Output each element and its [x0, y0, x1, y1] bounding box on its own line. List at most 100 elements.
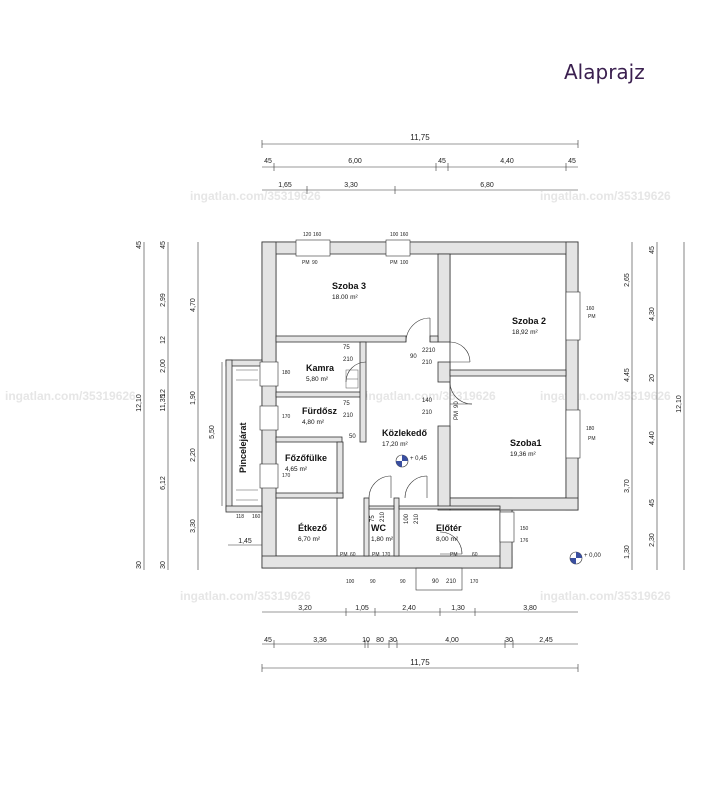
room-szoba3-name: Szoba 3 — [332, 281, 366, 291]
left-dim-4: 2,00 — [160, 359, 167, 373]
left-dim-2: 2,99 — [160, 293, 167, 307]
left-dim-9: 45 — [136, 241, 143, 249]
svg-text:90: 90 — [410, 354, 417, 360]
bottom-dim-7: 3,36 — [313, 637, 327, 644]
svg-text:90: 90 — [312, 260, 318, 266]
room-pince-name: Pincelejárat — [238, 422, 248, 473]
svg-text:160: 160 — [252, 514, 261, 520]
svg-text:120: 120 — [303, 232, 312, 238]
svg-text:100: 100 — [400, 260, 409, 266]
right-dim-4: 1,30 — [624, 545, 631, 559]
svg-text:PM: PM — [302, 260, 310, 266]
watermark-4: ingatlan.com/35319626 — [365, 389, 496, 403]
left-dim-total: 12,10 — [136, 394, 143, 412]
level-outer: + 0,00 — [584, 553, 602, 559]
svg-text:90: 90 — [454, 401, 460, 408]
room-wc-area: 1,80 m² — [371, 536, 394, 543]
bottom-dimensions — [261, 608, 579, 672]
top-dim-4: 4,40 — [500, 158, 514, 165]
room-szoba1-area: 19,36 m² — [510, 451, 536, 458]
left-dim-c2: 11,35 — [160, 394, 167, 411]
svg-text:210: 210 — [414, 513, 420, 524]
bottom-total-dim: 11,75 — [410, 658, 430, 667]
svg-text:100: 100 — [404, 513, 410, 524]
room-eloter-name: Előtér — [436, 523, 462, 533]
room-eloter-area: 8,00 m² — [436, 536, 459, 543]
svg-text:210: 210 — [446, 579, 457, 585]
svg-text:75: 75 — [343, 345, 350, 351]
svg-text:210: 210 — [380, 511, 386, 522]
svg-text:2210: 2210 — [422, 348, 436, 354]
left-dim-10: 4,70 — [190, 298, 197, 312]
right-dim-8: 4,40 — [649, 431, 656, 445]
left-dimensions — [143, 242, 262, 570]
level-markers — [395, 454, 583, 565]
room-kamra-name: Kamra — [306, 363, 335, 373]
right-dim-6: 4,30 — [649, 307, 656, 321]
svg-text:60: 60 — [350, 552, 356, 558]
bottom-dim-2: 1,05 — [355, 605, 369, 612]
bottom-dim-11: 4,00 — [445, 637, 459, 644]
svg-text:170: 170 — [282, 414, 291, 420]
window-labels: 120 160 100 160 PM 90 PM 100 160 180 180… — [236, 232, 596, 585]
left-dim-6: 6,12 — [160, 476, 167, 490]
room-etkezo-name: Étkező — [298, 523, 328, 533]
watermark-7: ingatlan.com/35319626 — [540, 589, 671, 603]
bottom-dim-1: 3,20 — [298, 605, 312, 612]
bottom-dim-5: 3,80 — [523, 605, 537, 612]
left-dim-5: 12 — [160, 389, 167, 397]
top-dim-8: 6,80 — [480, 182, 494, 189]
svg-text:160: 160 — [400, 232, 409, 238]
windows — [259, 239, 581, 543]
top-dim-1: 45 — [264, 158, 272, 165]
bottom-dim-8: 10 — [362, 637, 370, 644]
svg-text:170: 170 — [282, 473, 291, 479]
bottom-dim-13: 2,45 — [539, 637, 553, 644]
watermark-2: ingatlan.com/35319626 — [540, 189, 671, 203]
kamra-shelves — [345, 369, 359, 389]
svg-text:100: 100 — [346, 579, 355, 585]
top-dimensions — [261, 140, 579, 194]
bottom-dim-3: 2,40 — [402, 605, 416, 612]
svg-text:90: 90 — [370, 579, 376, 585]
svg-text:118: 118 — [236, 514, 244, 520]
right-dim-5: 45 — [649, 246, 656, 254]
room-fozo-area: 4,65 m² — [285, 466, 308, 473]
watermark-1: ingatlan.com/35319626 — [190, 189, 321, 203]
right-dim-2: 4,45 — [624, 368, 631, 382]
svg-text:PM: PM — [588, 436, 596, 442]
svg-text:140: 140 — [422, 398, 433, 404]
left-dim-14: 5,50 — [209, 425, 216, 439]
right-dim-total: 12,10 — [676, 395, 683, 413]
right-dim-9: 45 — [649, 499, 656, 507]
top-dim-5: 45 — [568, 158, 576, 165]
room-kamra-area: 5,80 m² — [306, 376, 329, 383]
bottom-dim-12: 30 — [505, 637, 513, 644]
svg-text:90: 90 — [400, 579, 406, 585]
svg-text:PM: PM — [390, 260, 398, 266]
bottom-dim-4: 1,30 — [451, 605, 465, 612]
page-title: Alaprajz — [564, 60, 645, 84]
right-dimensions — [631, 242, 685, 570]
svg-text:90: 90 — [432, 579, 439, 585]
room-szoba3-area: 18.00 m² — [332, 294, 358, 301]
watermark-6: ingatlan.com/35319626 — [180, 589, 311, 603]
left-dim-8: 30 — [136, 561, 143, 569]
door-labels: 75 210 90 2210 210 140 210 75 210 50 75 … — [343, 345, 460, 585]
walls — [225, 241, 579, 569]
left-dim-12: 2,20 — [190, 448, 197, 462]
level-inner: + 0,45 — [410, 456, 428, 462]
svg-text:100: 100 — [390, 232, 399, 238]
room-furdo-name: Fürdősz — [302, 406, 337, 416]
svg-text:75: 75 — [343, 401, 350, 407]
bottom-dim-6: 45 — [264, 637, 272, 644]
room-szoba2-area: 18,92 m² — [512, 329, 538, 336]
svg-text:160: 160 — [586, 306, 595, 312]
bottom-dim-10: 30 — [389, 637, 397, 644]
svg-text:PM: PM — [340, 552, 348, 558]
watermark-3: ingatlan.com/35319626 — [5, 389, 136, 403]
room-kozlekedo-name: Közlekedő — [382, 428, 428, 438]
bottom-dim-9: 80 — [376, 637, 384, 644]
left-dim-7: 30 — [160, 561, 167, 569]
